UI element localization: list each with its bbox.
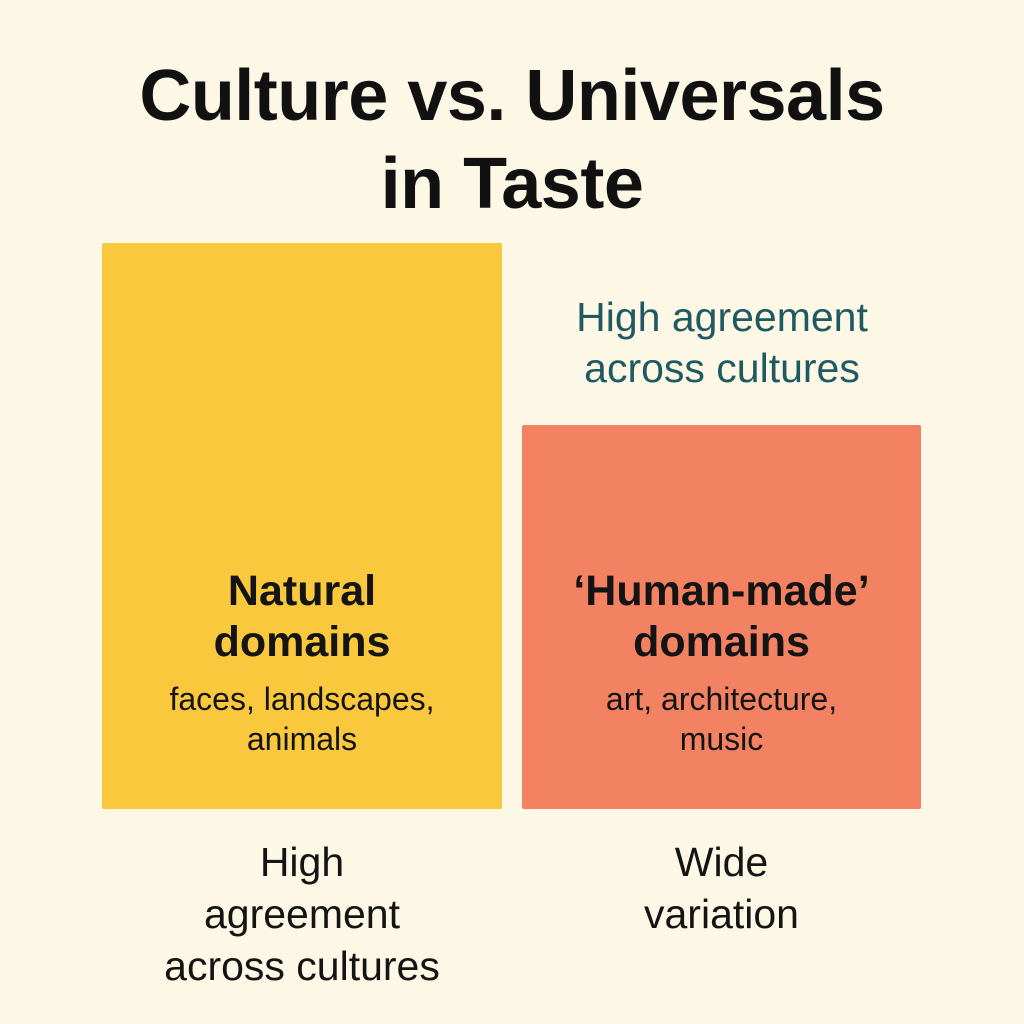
- callout-line-2: across cultures: [584, 345, 860, 391]
- page-title: Culture vs. Universals in Taste: [0, 52, 1024, 228]
- title-line-1: Culture vs. Universals: [139, 56, 885, 136]
- natural-domains-examples: faces, landscapes, animals: [102, 679, 502, 759]
- callout-line-1: High agreement: [576, 294, 868, 340]
- natural-caption-line-2: agreement: [203, 891, 400, 937]
- human-made-caption: Wide variation: [522, 836, 921, 940]
- natural-caption-line-1: High: [259, 839, 345, 885]
- human-made-examples-line-2: music: [679, 721, 764, 757]
- human-made-heading-line-1: ‘Human-made’: [573, 567, 870, 615]
- human-made-domains-heading: ‘Human-made’ domains: [522, 566, 921, 668]
- human-made-domains-box: ‘Human-made’ domains art, architecture, …: [522, 425, 921, 809]
- natural-heading-line-1: Natural: [227, 567, 377, 615]
- natural-heading-line-2: domains: [213, 618, 391, 666]
- natural-examples-line-1: faces, landscapes,: [169, 681, 435, 717]
- human-made-caption-line-2: variation: [644, 891, 799, 937]
- natural-caption: High agreement across cultures: [102, 836, 502, 992]
- human-made-heading-line-2: domains: [633, 618, 810, 666]
- human-made-domains-examples: art, architecture, music: [522, 679, 921, 759]
- title-line-2: in Taste: [380, 144, 644, 224]
- human-made-callout: High agreement across cultures: [522, 292, 922, 394]
- natural-domains-heading: Natural domains: [102, 566, 502, 668]
- natural-examples-line-2: animals: [246, 721, 358, 757]
- human-made-examples-line-1: art, architecture,: [605, 681, 838, 717]
- natural-caption-line-3: across cultures: [164, 943, 440, 989]
- natural-domains-box: Natural domains faces, landscapes, anima…: [102, 243, 502, 809]
- human-made-caption-line-1: Wide: [674, 839, 769, 885]
